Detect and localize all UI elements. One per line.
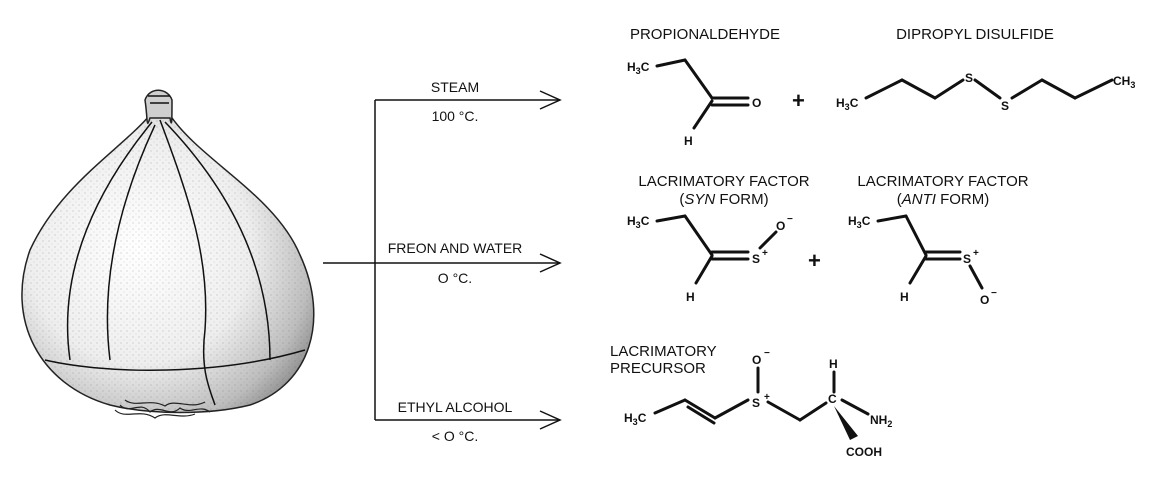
svg-text:−: − bbox=[991, 288, 997, 299]
svg-text:−: − bbox=[787, 214, 793, 225]
condition-100c: 100 °C. bbox=[432, 108, 479, 124]
title-lf-anti-line1: LACRIMATORY FACTOR bbox=[857, 173, 1028, 190]
svg-text:S: S bbox=[1001, 99, 1009, 113]
svg-text:H3C: H3C bbox=[627, 214, 650, 230]
svg-text:C: C bbox=[828, 392, 837, 406]
svg-text:CH3: CH3 bbox=[1113, 74, 1135, 90]
svg-text:H: H bbox=[684, 134, 693, 148]
condition-below-0c: < O °C. bbox=[432, 428, 478, 444]
svg-text:O: O bbox=[776, 219, 785, 233]
onion-illustration bbox=[21, 89, 315, 419]
svg-text:S: S bbox=[752, 396, 760, 410]
svg-text:H: H bbox=[829, 357, 838, 371]
title-lf-syn-line1: LACRIMATORY FACTOR bbox=[638, 173, 809, 190]
svg-text:S: S bbox=[752, 252, 760, 266]
onion-roots bbox=[114, 399, 211, 419]
svg-text:−: − bbox=[764, 348, 770, 359]
lf-syn-structure: H3C S + O − H bbox=[627, 214, 793, 304]
plus-sign-row2: + bbox=[808, 248, 821, 273]
reaction-arrows bbox=[323, 90, 562, 430]
svg-text:S: S bbox=[965, 71, 973, 85]
svg-text:O: O bbox=[752, 96, 761, 110]
title-precursor-line1: LACRIMATORY bbox=[610, 343, 717, 360]
svg-text:+: + bbox=[764, 392, 770, 403]
svg-text:NH2: NH2 bbox=[870, 413, 892, 429]
svg-text:H: H bbox=[686, 290, 695, 304]
svg-text:+: + bbox=[973, 248, 979, 259]
plus-sign-row1: + bbox=[792, 88, 805, 113]
condition-0c: O °C. bbox=[438, 270, 472, 286]
svg-text:+: + bbox=[762, 248, 768, 259]
condition-steam: STEAM bbox=[431, 79, 479, 95]
lf-anti-structure: H3C S + O − H bbox=[848, 214, 997, 307]
svg-text:COOH: COOH bbox=[846, 445, 882, 459]
svg-text:H: H bbox=[900, 290, 909, 304]
title-lf-syn-line2: (SYN FORM) bbox=[679, 191, 768, 208]
title-precursor-line2: PRECURSOR bbox=[610, 360, 706, 377]
title-dipropyl-disulfide: DIPROPYL DISULFIDE bbox=[896, 26, 1054, 43]
title-propionaldehyde: PROPIONALDEHYDE bbox=[630, 26, 780, 43]
condition-freon-water: FREON AND WATER bbox=[388, 240, 523, 256]
svg-text:O: O bbox=[980, 293, 989, 307]
svg-text:S: S bbox=[963, 252, 971, 266]
title-lf-anti-line2: (ANTI FORM) bbox=[897, 191, 990, 208]
propionaldehyde-structure: H3C O H bbox=[627, 58, 761, 148]
svg-text:O: O bbox=[752, 353, 761, 367]
dipropyl-disulfide-structure: H3C S S CH3 bbox=[836, 71, 1135, 113]
svg-text:H3C: H3C bbox=[624, 411, 647, 427]
svg-text:H3C: H3C bbox=[627, 60, 650, 76]
svg-text:H3C: H3C bbox=[848, 214, 871, 230]
condition-ethyl-alcohol: ETHYL ALCOHOL bbox=[398, 399, 513, 415]
svg-text:H3C: H3C bbox=[836, 96, 859, 112]
precursor-structure: H3C S + O − C H NH2 COOH bbox=[624, 348, 892, 459]
